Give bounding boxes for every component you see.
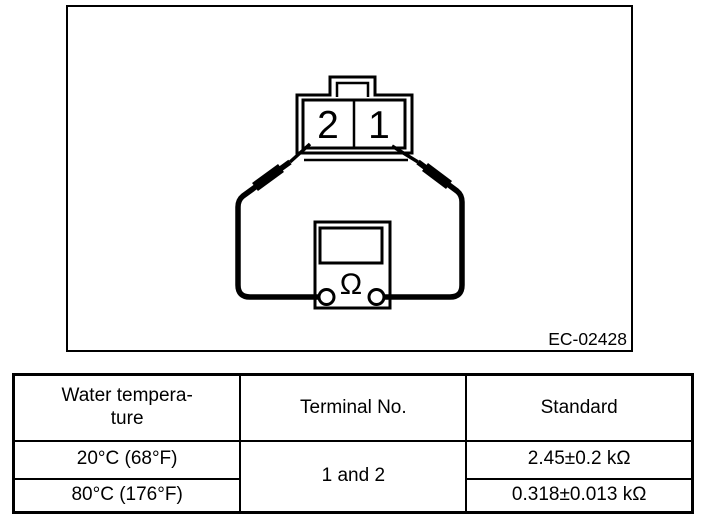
- left-lead-wire: [235, 159, 326, 300]
- cell-water-temp-20c: 20°C (68°F): [12, 439, 242, 480]
- header-standard: Standard: [465, 373, 694, 442]
- connector-tab-inner: [335, 81, 370, 97]
- cell-water-temp-80c: 80°C (176°F): [12, 477, 242, 514]
- terminal-2-label: 2: [317, 104, 339, 147]
- wiring-diagram: 2 1 Ω EC-02428: [235, 75, 627, 349]
- table-row: 20°C (68°F) 1 and 2 2.45±0.2 kΩ: [12, 439, 694, 514]
- ohmmeter-jack-right: [367, 288, 386, 306]
- spec-table: Water tempera- ture Terminal No. Standar…: [12, 373, 694, 514]
- right-probe-tip: [391, 144, 419, 164]
- right-lead-wire: [376, 159, 465, 300]
- cell-standard-80c: 0.318±0.013 kΩ: [465, 477, 694, 514]
- header-water-temperature: Water tempera- ture: [12, 373, 242, 442]
- right-probe: [376, 144, 465, 300]
- ohmmeter-display: [318, 226, 384, 265]
- connector: 2 1: [295, 75, 414, 162]
- figure-frame: 2 1 Ω EC-02428: [66, 5, 633, 352]
- cell-terminal-no: 1 and 2: [239, 439, 468, 514]
- header-terminal-no: Terminal No.: [239, 373, 468, 442]
- left-probe-tip: [288, 142, 312, 164]
- left-probe-grip: [252, 163, 284, 192]
- ohm-symbol: Ω: [340, 268, 362, 301]
- cell-standard-20c: 2.45±0.2 kΩ: [465, 439, 694, 480]
- left-probe: [235, 142, 326, 300]
- ohmmeter-jack-left: [317, 288, 336, 306]
- table-header-row: Water tempera- ture Terminal No. Standar…: [12, 373, 694, 442]
- right-probe-grip: [422, 163, 452, 189]
- table-row: 80°C (176°F) 0.318±0.013 kΩ: [12, 477, 694, 514]
- figure-code: EC-02428: [548, 329, 627, 349]
- terminal-1-label: 1: [368, 104, 390, 147]
